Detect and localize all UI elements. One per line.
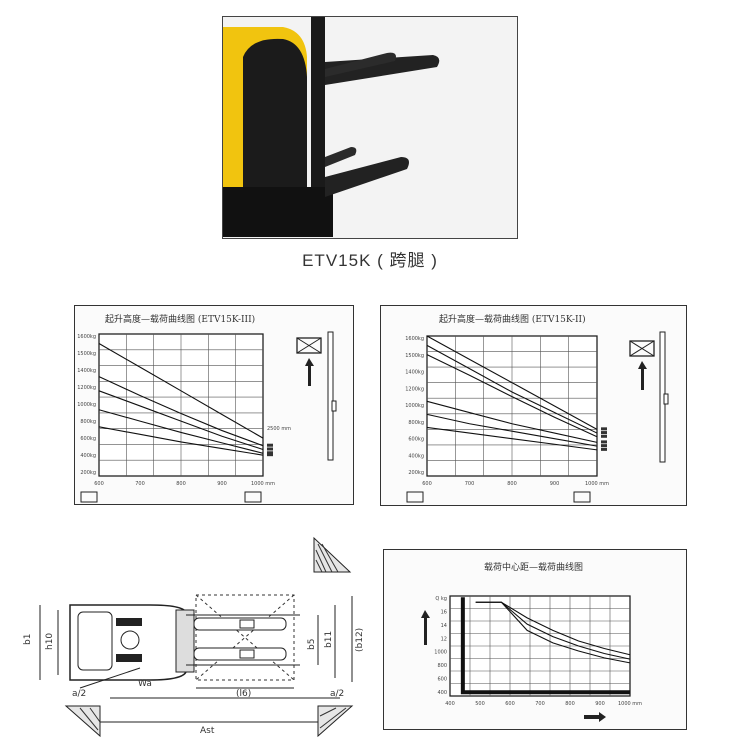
chart-3-svg: Q kg 16 14 12 1000 800 600 400 400 500 600 700 800 90… — [434, 595, 642, 707]
chart-2-ytick: 1200kg — [405, 386, 424, 392]
chart-3-ytick: 12 — [441, 636, 447, 642]
chart-2-series-line — [426, 354, 598, 438]
chart-1-series-label: 2500 mm — [267, 426, 291, 432]
chart-1-xtick: 800 — [176, 481, 186, 487]
chart-2-ytick: 800kg — [408, 420, 424, 426]
right-arrow-icon — [584, 712, 606, 722]
chart-1-series-line — [98, 409, 264, 454]
chart-3-xtick: 400 — [445, 701, 455, 707]
dim-b5: b5 — [307, 639, 317, 650]
chart-panel-1: 起升高度—载荷曲线图 (ETV15K-III) 1600kg 1500kg 1400… — [74, 305, 354, 505]
dim-l6: (l6) — [236, 689, 251, 699]
chart-3-axis-bracket — [460, 597, 630, 695]
chart-1-ytick: 1600kg — [77, 334, 96, 340]
chart-1-title: 起升高度—载荷曲线图 (ETV15K-III) — [105, 315, 256, 325]
chart-2-title: 起升高度—载荷曲线图 (ETV15K-II) — [439, 315, 586, 325]
chart-2-series-line — [426, 400, 598, 443]
chart-1-legend-swatch — [267, 447, 273, 451]
chart-2-legend-swatch — [601, 434, 607, 438]
chart-1-ytick: 200kg — [80, 470, 96, 476]
chart-2-series-line — [426, 335, 598, 430]
forklift-illustration — [223, 17, 517, 238]
chart-2-legend-swatch — [601, 431, 607, 435]
chart-2-legend-swatch — [601, 444, 607, 448]
chart-2-ytick: 400kg — [408, 453, 424, 459]
chart-1-xtick: 700 — [135, 481, 145, 487]
chart-2-legend-swatch — [601, 447, 607, 451]
chart-1-mast-diagram — [80, 331, 337, 503]
chart-2-xtick: 600 — [422, 481, 432, 487]
chart-1-ytick: 1000kg — [77, 402, 96, 408]
chart-1-legend-swatch — [267, 453, 273, 457]
chart-2-ytick: 1600kg — [405, 336, 424, 342]
chart-3-ytick: 14 — [441, 623, 447, 629]
chart-3-xtick: 600 — [505, 701, 515, 707]
dim-h10: h10 — [45, 633, 55, 650]
chart-2-svg: 1600kg 1500kg 1400kg 1200kg 1000kg 800kg 600kg… — [405, 335, 609, 487]
up-arrow-icon — [421, 610, 430, 645]
chart-3-ytick: 800 — [437, 663, 447, 669]
chart-3-xtick: 900 — [595, 701, 605, 707]
chart-3-extras — [421, 610, 606, 722]
chart-2-series-line — [426, 426, 598, 451]
chart-1-series-line — [98, 376, 264, 447]
chart-panel-3: 载荷中心距—载荷曲线图 Q kg 16 14 12 1000 800 600 400 400 50… — [383, 549, 687, 730]
chart-1-svg: 1600kg 1500kg 1400kg 1200kg 1000kg 800kg 600kg… — [77, 333, 291, 487]
chart-3-ytick: 600 — [437, 677, 447, 683]
chart-2-xtick: 700 — [465, 481, 475, 487]
chart-2-mast-diagram — [406, 331, 669, 503]
chart-3-xtick: 800 — [565, 701, 575, 707]
chart-1-ytick: 800kg — [80, 419, 96, 425]
chart-1-ytick: 400kg — [80, 453, 96, 459]
product-caption: ETV15K ( 跨腿 ) — [302, 251, 438, 270]
dim-a2-left: a/2 — [72, 689, 86, 699]
chart-2-ytick: 1400kg — [405, 370, 424, 376]
chart-2-series-line — [426, 344, 598, 434]
chart-1-xtick: 900 — [217, 481, 227, 487]
chart-1-series-line — [98, 342, 264, 439]
dim-b11: b11 — [324, 631, 334, 648]
chart-1-series-line — [98, 390, 264, 451]
chart-1-legend-swatch — [267, 451, 273, 455]
chart-1-ytick: 600kg — [80, 436, 96, 442]
chart-1-ytick: 1200kg — [77, 385, 96, 391]
chart-3-xtick: 700 — [535, 701, 545, 707]
dim-ast: Ast — [200, 726, 215, 736]
chart-1-series-line — [98, 426, 264, 456]
chart-2-ytick: 600kg — [408, 437, 424, 443]
corner-hatch-bottom-right — [317, 705, 354, 738]
corner-hatch-bottom-left — [64, 705, 101, 738]
chart-2-xtick: 1000 mm — [585, 481, 609, 487]
chart-3-series-line — [475, 601, 631, 664]
chart-3-ytick: 400 — [437, 690, 447, 696]
chart-3-xtick: 1000 mm — [618, 701, 642, 707]
chart-1-legend-swatch — [267, 443, 273, 447]
dim-b1: b1 — [23, 634, 33, 645]
chart-1-ytick: 1400kg — [77, 368, 96, 374]
chart-2-ytick: 200kg — [408, 470, 424, 476]
chart-1-xtick: 600 — [94, 481, 104, 487]
chart-2-legend-swatch — [601, 427, 607, 431]
chart-1-xtick: 1000 mm — [251, 481, 275, 487]
chart-3-title: 载荷中心距—载荷曲线图 — [484, 563, 584, 573]
chart-2-xtick: 800 — [507, 481, 517, 487]
dim-wa: Wa — [138, 679, 152, 689]
chart-2-legend-swatch — [601, 440, 607, 444]
chart-2-ytick: 1000kg — [405, 403, 424, 409]
chart-2-series-line — [426, 413, 598, 447]
product-photo — [222, 16, 518, 239]
dim-a2-right: a/2 — [330, 689, 344, 699]
chart-3-ytick: 1000 — [434, 650, 447, 656]
chart-3-ytick: 16 — [441, 609, 447, 615]
chart-3-ytick: Q kg — [435, 596, 447, 602]
chart-2-ytick: 1500kg — [405, 353, 424, 359]
corner-hatch-top — [313, 536, 352, 573]
dim-b12: (b12) — [355, 628, 365, 652]
chart-2-xtick: 900 — [550, 481, 560, 487]
chart-panel-2: 起升高度—载荷曲线图 (ETV15K-II) 1600kg 1500kg 1400k… — [380, 305, 687, 506]
chart-3-xtick: 500 — [475, 701, 485, 707]
chart-1-ytick: 1500kg — [77, 351, 96, 357]
